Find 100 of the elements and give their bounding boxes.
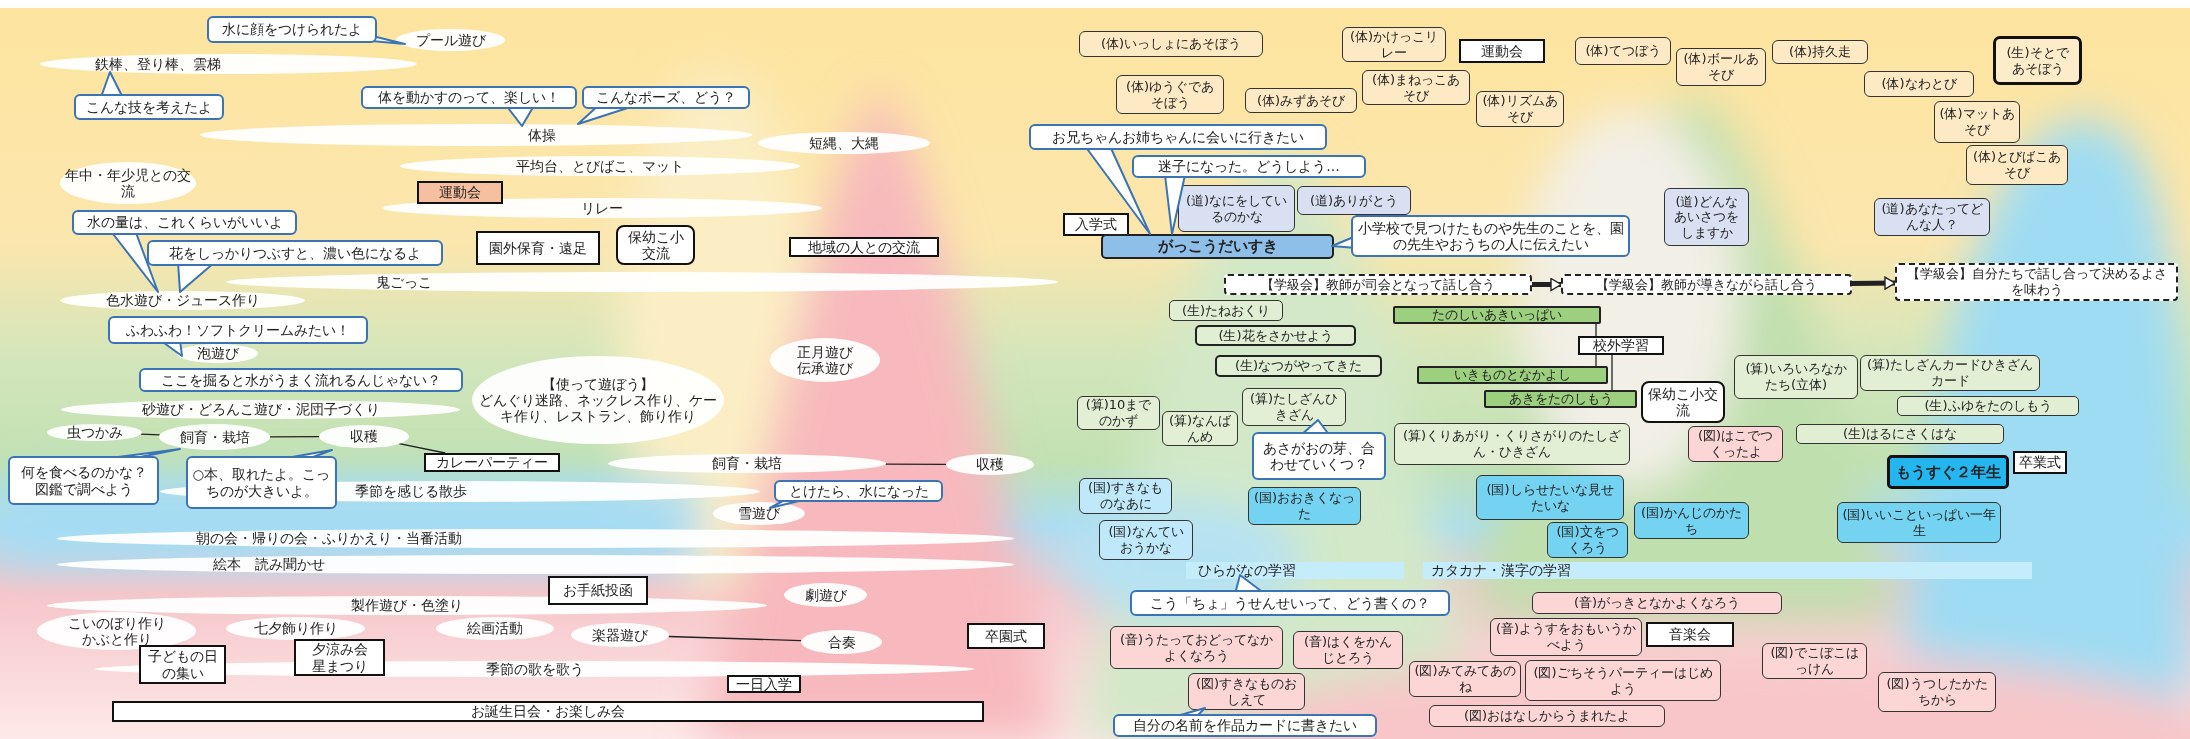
- event-label: 園外保育・遠足: [489, 239, 587, 257]
- lesson-label: (国)かんじのかたち: [1639, 504, 1744, 537]
- speech-text: 体を動かすのって、楽しい！: [378, 89, 560, 106]
- activity-label: 雪遊び: [738, 505, 780, 522]
- theme-label: もうすぐ２年生: [1895, 463, 2001, 481]
- lesson-card: [1394, 423, 1630, 465]
- lesson-label: (図)でこぼこはっけん: [1769, 645, 1860, 677]
- lesson-card: [1215, 355, 1382, 377]
- lesson-card: [1429, 705, 1665, 727]
- arrow: [1532, 277, 1562, 292]
- unit-label: ひらがなの学習: [1198, 562, 1296, 579]
- event-box: [294, 639, 385, 676]
- lesson-label: (図)すきなものおしえて: [1194, 675, 1299, 708]
- event-box: [727, 675, 801, 693]
- lesson-label: (生)花をさかせよう: [1218, 327, 1333, 344]
- connector-line: [1595, 354, 1597, 367]
- lesson-label: (音)がっきとなかよくなろう: [1573, 595, 1741, 611]
- connector-line: [1595, 323, 1597, 337]
- theme-box: [1101, 234, 1334, 259]
- class-meeting-box: [1561, 274, 1852, 295]
- event-label: 卒業式: [2019, 454, 2061, 471]
- speech-text: ここを掘ると水がうまく流れるんじゃない？: [161, 371, 441, 389]
- lesson-label: (国)文をつくろう: [1555, 524, 1620, 556]
- theme-label: いきものとなかよし: [1454, 367, 1571, 383]
- speech-text: とけたら、水になった: [788, 482, 929, 500]
- activity-label: 飼育・栽培: [179, 428, 250, 446]
- connector-line: [269, 436, 320, 438]
- lesson-label: (算)なんばんめ: [1167, 412, 1233, 445]
- lesson-card: [1293, 631, 1403, 669]
- lesson-label: (体)てつぼう: [1585, 43, 1661, 59]
- lesson-card: [1297, 186, 1411, 215]
- lesson-card: [1993, 36, 2082, 85]
- activity-label: 鬼ごっこ: [376, 273, 432, 291]
- event-label: 校外学習: [1593, 337, 1649, 354]
- lesson-card: [1116, 75, 1224, 114]
- event-box: [1641, 381, 1725, 423]
- lesson-card: [1195, 325, 1356, 346]
- unit-band: [1186, 562, 1404, 579]
- activity-label: 色水遊び・ジュース作り: [105, 292, 260, 309]
- unit-band: [1423, 562, 2032, 579]
- lesson-card: [1079, 478, 1172, 514]
- lesson-card: [1476, 475, 1624, 520]
- event-box: [476, 231, 600, 265]
- lesson-label: (生)なつがやってきた: [1234, 358, 1363, 374]
- lesson-label: (算)くりあがり・くりさがりのたしざん・ひきざん: [1401, 428, 1623, 460]
- activity-label: 絵本 読み聞かせ: [213, 556, 325, 573]
- lesson-card: [1099, 520, 1193, 560]
- event-label: 卒園式: [985, 627, 1027, 645]
- lesson-card: [1772, 40, 1868, 64]
- lesson-label: (国)しらせたいな見せたいな: [1485, 481, 1615, 514]
- activity-label: 収穫: [976, 456, 1004, 473]
- lesson-label: (体)リズムあそび: [1481, 93, 1559, 125]
- class-meeting-box: [1895, 263, 2178, 301]
- lesson-card: [1796, 424, 2004, 444]
- lesson-label: (国)いいこといっぱい一年生: [1842, 506, 1996, 539]
- speech-bubble: [1351, 215, 1630, 257]
- activity-label: 飼育・栽培: [712, 455, 782, 472]
- activity-label: かぶと作り: [81, 631, 152, 648]
- speech-text: 何を食べるのかな？図鑑で調べよう: [19, 464, 148, 497]
- lesson-label: (道)どんなあいさつをしますか: [1673, 193, 1740, 241]
- lesson-card: [1342, 27, 1446, 62]
- lesson-label: (国)なんていおうかな: [1107, 524, 1185, 556]
- event-label: 音楽会: [1669, 626, 1711, 643]
- lesson-card: [1242, 388, 1346, 426]
- lesson-label: (音)はくをかんじとろう: [1302, 634, 1394, 666]
- speech-text: 自分の名前を作品カードに書きたい: [1133, 717, 1357, 734]
- event-box: [616, 225, 695, 265]
- activity-label: 泡遊び: [196, 345, 239, 362]
- activity-label: 楽器遊び: [592, 626, 648, 644]
- lesson-label: (生)ふゆをたのしもう: [1924, 398, 2052, 414]
- activity-label: 季節を感じる散歩: [355, 483, 467, 500]
- lesson-label: (音)ようすをおもいうかべよう: [1495, 621, 1637, 653]
- event-box: [548, 576, 648, 605]
- event-box: [789, 237, 939, 257]
- speech-text: 花をしっかりつぶすと、濃い色になるよ: [169, 244, 421, 262]
- activity-label: 正月遊び: [797, 343, 853, 360]
- event-box: [2013, 451, 2067, 474]
- lesson-label: (国)すきなものなあに: [1086, 480, 1165, 512]
- connector-line: [1611, 354, 1613, 391]
- speech-text: あさがおの芽、合わせていくつ？: [1262, 439, 1376, 473]
- event-box: [139, 645, 226, 684]
- theme-box: [1887, 455, 2009, 489]
- lesson-label: (音)うたっておどってなかよくなろう: [1118, 631, 1275, 664]
- event-label: カレーパーティー: [436, 454, 548, 471]
- lesson-label: (図)はこでつくったよ: [1696, 428, 1775, 460]
- activity-label: 鉄棒、登り棒、雲梯: [95, 55, 221, 73]
- meeting-label: 【学級会】教師が司会となって話し合う: [1261, 276, 1495, 293]
- lesson-card: [1874, 198, 1990, 236]
- lesson-card: [1079, 31, 1263, 57]
- theme-label: たのしいあきいっぱい: [1432, 307, 1562, 323]
- lesson-card: [1110, 626, 1283, 669]
- connector-line: [885, 463, 947, 465]
- lesson-label: (体)いっしょにあそぼう: [1100, 36, 1242, 52]
- speech-text: お兄ちゃんお姉ちゃんに会いに行きたい: [1052, 128, 1304, 146]
- event-label: 地域の人との交流: [808, 238, 920, 256]
- lesson-label: (体)ゆうぐであそぼう: [1124, 78, 1216, 111]
- lesson-label: (体)持久走: [1788, 44, 1852, 60]
- connector-line: [140, 433, 161, 436]
- event-box: [417, 181, 503, 204]
- lesson-card: [1547, 522, 1628, 558]
